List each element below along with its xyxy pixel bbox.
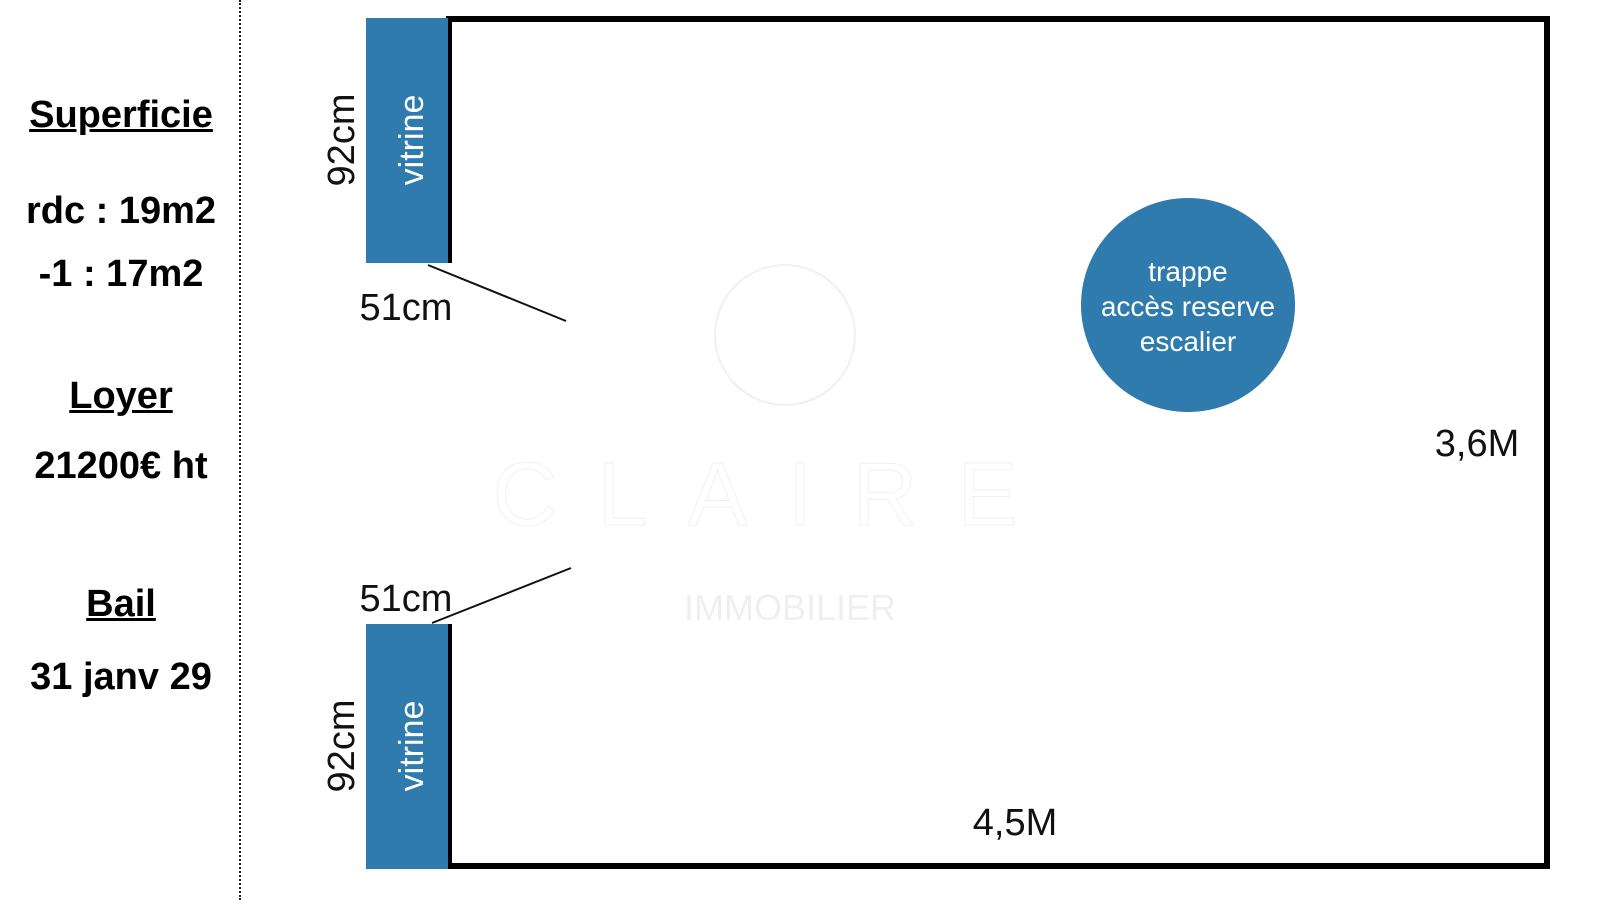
dotted-divider [239, 0, 241, 900]
surface-rdc: rdc : 19m2 [25, 190, 217, 232]
hatch-line3: escalier [1140, 326, 1236, 357]
vitrine-bottom-opening: 51cm [360, 578, 453, 620]
depth-dimension: 3,6M [1435, 423, 1519, 465]
surface-heading: Superficie [29, 94, 213, 136]
width-dimension: 4,5M [973, 802, 1057, 844]
room-walls [446, 16, 1550, 869]
watermark-sub: IMMOBILIER [684, 587, 896, 628]
surface-basement: -1 : 17m2 [38, 253, 204, 295]
hatch-line2: accès reserve [1101, 291, 1275, 322]
vitrine-bottom [366, 624, 448, 869]
door-swing-top [427, 264, 567, 322]
rent-value: 21200€ ht [34, 445, 208, 487]
watermark-brand: CLAIRE [492, 445, 1057, 545]
lease-heading: Bail [86, 583, 156, 625]
vitrine-top [366, 18, 448, 263]
vitrine-top-label: vitrine [393, 95, 431, 186]
vitrine-top-opening: 51cm [360, 287, 453, 329]
hatch-line1: trappe [1148, 256, 1227, 287]
rent-heading: Loyer [69, 375, 173, 417]
door-swing-bottom [431, 567, 572, 624]
lease-value: 31 janv 29 [30, 656, 212, 698]
hatch-circle [1081, 198, 1295, 412]
vitrine-bottom-label: vitrine [393, 701, 431, 792]
vitrine-top-height: 92cm [321, 94, 363, 187]
vitrine-bottom-height: 92cm [321, 700, 363, 793]
watermark-logo: CLAIRE IMMOBILIER [492, 264, 1057, 628]
